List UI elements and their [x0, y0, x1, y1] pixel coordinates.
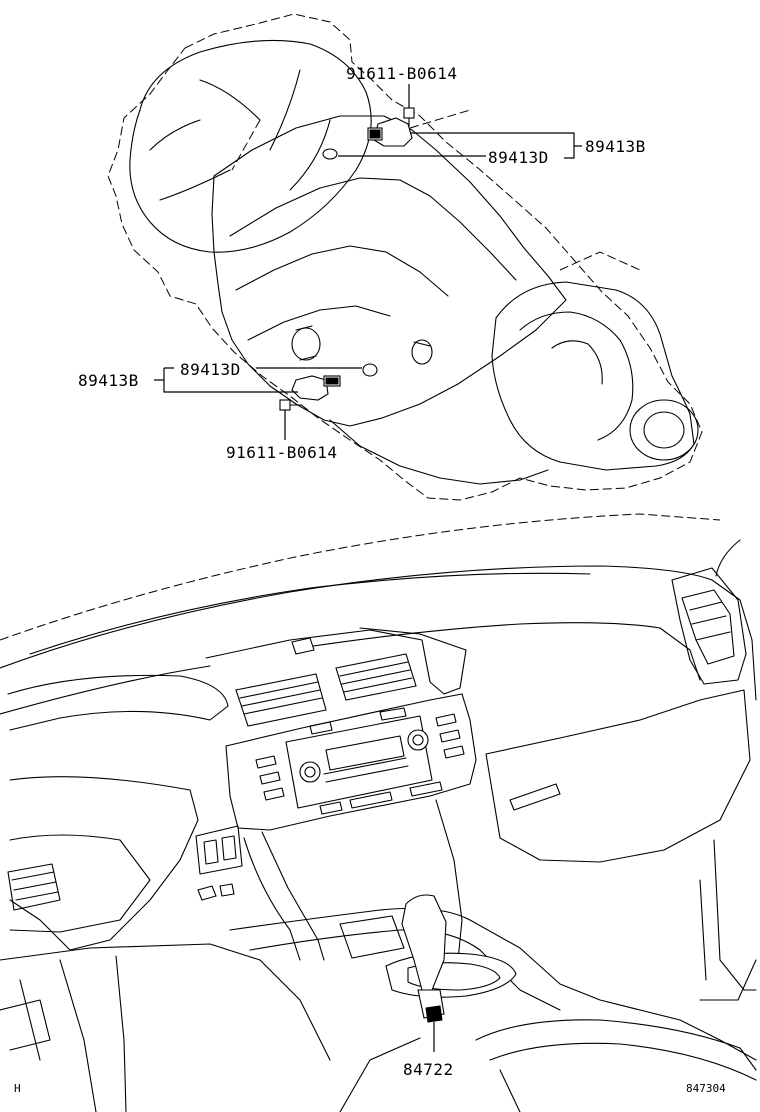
output-shaft-cap	[629, 399, 699, 461]
case-ridge-3	[247, 305, 391, 341]
volume-knob	[299, 761, 321, 783]
callout-sensor-left: 89413D	[180, 360, 241, 379]
audio-panel-inner	[285, 715, 433, 809]
center-stack-lower	[243, 837, 301, 961]
shift-gate-inner	[407, 962, 501, 991]
steering-column	[9, 834, 151, 933]
speed-sensor-left	[154, 363, 378, 440]
armrest	[475, 1019, 757, 1081]
shift-knob	[401, 894, 447, 991]
extension-housing	[491, 281, 695, 471]
left-switch-panel	[195, 825, 243, 875]
bolt-head-top	[403, 107, 415, 119]
case-hidden-line	[231, 109, 641, 271]
console-side	[339, 1037, 521, 1112]
o-ring-top	[322, 148, 338, 160]
extension-housing-rings	[519, 311, 634, 441]
leader-89413B-left	[163, 367, 298, 393]
case-boss-lines	[295, 325, 431, 361]
console-outer	[229, 907, 757, 1061]
tune-knob-center	[412, 734, 424, 746]
footer-left-mark: H	[14, 1082, 21, 1095]
center-stack	[261, 799, 463, 961]
audio-buttons	[255, 707, 465, 815]
o-ring-left	[362, 363, 378, 377]
bell-housing-ribs	[149, 69, 331, 201]
sensor-thread-left	[325, 377, 339, 385]
dash-top	[0, 565, 757, 701]
sensor-body-top	[373, 117, 413, 147]
dash-top-inner	[29, 572, 591, 655]
callout-bolt-bottom: 91611-B0614	[226, 443, 337, 462]
case-boss-1	[291, 327, 321, 361]
transmission-assembly	[107, 13, 703, 501]
left-vent	[7, 863, 61, 911]
small-switches	[197, 883, 235, 901]
bolt-head-bottom	[279, 399, 291, 411]
glovebox	[485, 689, 751, 863]
audio-display	[323, 735, 409, 783]
callout-sensor-assy-top: 89413B	[585, 137, 646, 156]
meter-hood	[7, 674, 229, 731]
windshield-line	[0, 513, 721, 641]
defrost-slot	[291, 637, 315, 655]
center-vent-left-slats	[239, 681, 323, 715]
callout-sensor-top: 89413D	[488, 148, 549, 167]
callout-bolt-top: 91611-B0614	[346, 64, 457, 83]
sensor-body-left	[291, 375, 329, 401]
case-ridge-2	[235, 245, 449, 297]
callout-sensor-assy-left: 89413B	[78, 371, 139, 390]
right-vent-inner	[681, 589, 735, 665]
meter-cluster	[9, 776, 199, 951]
callout-shift-part: 84722	[403, 1060, 454, 1079]
center-vent-right-slats	[339, 661, 413, 693]
center-hood	[205, 627, 467, 695]
shift-position-sensor	[425, 1005, 443, 1023]
case-boss-2	[411, 339, 433, 365]
right-pillar	[699, 839, 757, 991]
left-lower-trim	[0, 999, 51, 1051]
bell-housing-outline	[107, 13, 703, 501]
volume-knob-center	[304, 766, 316, 778]
console-inner	[249, 929, 561, 1011]
bell-housing-flange	[129, 39, 372, 253]
right-vent-slats	[689, 601, 731, 641]
dash-upper-surface	[0, 622, 701, 715]
right-door-trim	[699, 539, 757, 1001]
speed-sensor-top	[322, 84, 582, 160]
sensor-thread-top	[369, 129, 381, 139]
console-tray	[339, 915, 405, 959]
output-shaft-inner	[643, 411, 685, 449]
right-vent-outer	[671, 567, 747, 685]
shift-gate	[385, 952, 517, 998]
glovebox-handle	[509, 783, 561, 811]
tune-knob	[407, 729, 429, 751]
instrument-panel	[0, 513, 757, 1112]
diagram-code: 847304	[686, 1082, 726, 1095]
oil-pan	[329, 419, 549, 485]
knee-panel	[0, 943, 331, 1112]
case-ridge-1	[229, 177, 517, 281]
